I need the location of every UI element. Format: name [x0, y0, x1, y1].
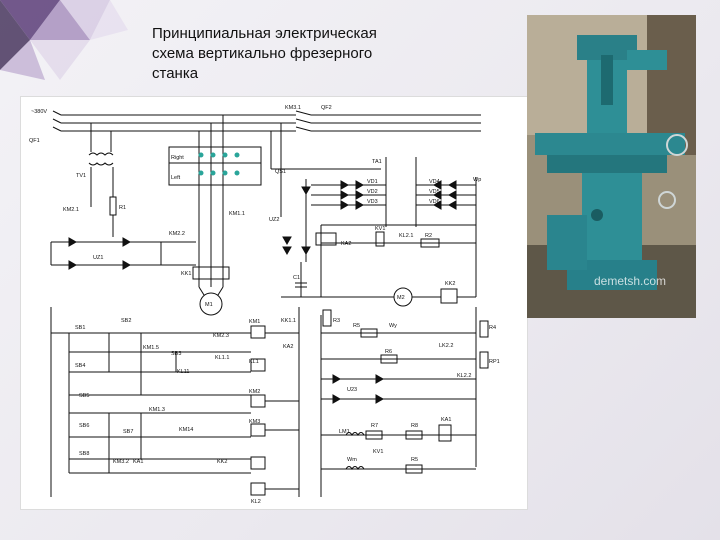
label-km32: KM3.2 [113, 459, 129, 465]
label-wm: Wm [347, 457, 357, 463]
label-sb3: SB3 [171, 351, 181, 357]
watermark: demetsh.com [593, 274, 666, 288]
label-r7: R7 [371, 423, 378, 429]
label-vd2: VD2 [367, 189, 378, 195]
label-ka1b: KA1 [133, 459, 143, 465]
label-kl22: KL2.2 [457, 373, 471, 379]
label-kl2: KL2 [251, 499, 261, 505]
label-uz1: UZ1 [93, 255, 103, 261]
slide-title: Принципиальная электрическая схема верти… [152, 25, 377, 82]
label-km11: KM1.1 [229, 211, 245, 217]
label-ka2: KA2 [341, 241, 351, 247]
label-ka2b: KA2 [283, 344, 293, 350]
label-kk1: KK1 [181, 271, 191, 277]
label-kk2b: KK2 [217, 459, 227, 465]
label-qf1: QF1 [29, 138, 40, 144]
label-sb6: SB6 [79, 423, 89, 429]
label-kv1b: KV1 [373, 449, 383, 455]
label-qf2: QF2 [321, 105, 332, 111]
label-km13: KM1.3 [149, 407, 165, 413]
label-sb4: SB4 [75, 363, 85, 369]
label-kl1: KL1 [249, 359, 259, 365]
label-sb7: SB7 [123, 429, 133, 435]
label-r1: R1 [119, 205, 126, 211]
label-ka1: KA1 [441, 417, 451, 423]
label-m2: M2 [397, 295, 405, 301]
label-v380: ~380V [31, 109, 47, 115]
label-left: Left [171, 175, 181, 181]
label-wy: Wy [389, 323, 397, 329]
label-r3: R3 [333, 318, 340, 324]
schematic-drawing: ~380V QF1 KM3.1 QF2 TV1 R1 KM2.1 KM2.2 U… [29, 105, 500, 505]
label-km21: KM2.1 [63, 207, 79, 213]
electrical-schematic: ~380V QF1 KM3.1 QF2 TV1 R1 KM2.1 KM2.2 U… [20, 96, 528, 510]
label-u23: U23 [347, 387, 357, 393]
label-kl11b: KL11 [177, 369, 189, 375]
label-km22: KM2.2 [169, 231, 185, 237]
label-vd3: VD3 [367, 199, 378, 205]
label-kl11: KL1.1 [215, 355, 229, 361]
label-kl21: KL2.1 [399, 233, 413, 239]
label-kk11: KK1.1 [281, 318, 296, 324]
label-rp1: RP1 [489, 359, 500, 365]
label-vd4: VD4 [429, 179, 440, 185]
label-r2: R2 [425, 233, 432, 239]
label-r5: R5 [353, 323, 360, 329]
label-sb1: SB1 [75, 325, 85, 331]
label-kk2: KK2 [445, 281, 455, 287]
label-vd5: VD5 [429, 189, 440, 195]
milling-machine-photo: demetsh.com [527, 15, 696, 318]
label-km3: KM3 [249, 419, 260, 425]
corner-decoration [0, 0, 128, 80]
label-kv1: KV1 [375, 226, 385, 232]
label-r6: R6 [385, 349, 392, 355]
label-c1: C1 [293, 275, 300, 281]
label-lm1: LM1 [339, 429, 350, 435]
label-r8: R8 [411, 423, 418, 429]
milling-machine-illustration [527, 15, 696, 318]
label-uz2: UZ2 [269, 217, 279, 223]
label-km31: KM3.1 [285, 105, 301, 111]
label-lk22: LK2.2 [439, 343, 453, 349]
label-qs1: QS1 [275, 169, 286, 175]
label-r5b: R5 [411, 457, 418, 463]
label-right: Right [171, 155, 184, 161]
label-sb5: SB5 [79, 393, 89, 399]
label-km2: KM2 [249, 389, 260, 395]
label-vd6: VD6 [429, 199, 440, 205]
label-km1: KM1 [249, 319, 260, 325]
label-km14: KM14 [179, 427, 193, 433]
label-r4: R4 [489, 325, 496, 331]
label-sb8: SB8 [79, 451, 89, 457]
label-m1: M1 [205, 302, 213, 308]
label-tv1: TV1 [76, 173, 86, 179]
label-km15: KM1.5 [143, 345, 159, 351]
terminal-block [198, 152, 240, 176]
label-ta1: TA1 [372, 159, 382, 165]
label-km23: KM2.3 [213, 333, 229, 339]
label-wp: Wp [473, 177, 481, 183]
label-vd1: VD1 [367, 179, 378, 185]
label-sb2: SB2 [121, 318, 131, 324]
